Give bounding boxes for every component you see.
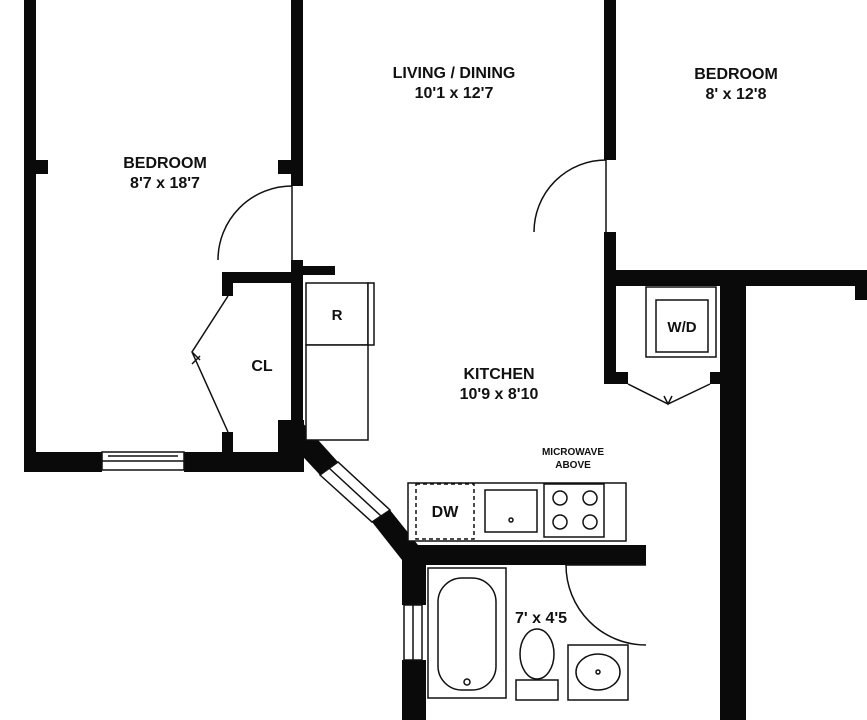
wall-left-bedroom-west — [24, 0, 36, 472]
toilet-bowl — [519, 628, 555, 680]
doors — [191, 159, 711, 646]
room-dims-bedroom-right: 8' x 12'8 — [706, 86, 767, 103]
stove — [543, 483, 605, 538]
wall-right-column — [720, 275, 746, 720]
windows — [101, 451, 423, 661]
toilet-tank — [515, 679, 559, 701]
dishwasher — [415, 483, 475, 540]
wall-closet-jamb-bottom — [222, 432, 233, 454]
wall-bath-west-lower — [402, 660, 426, 720]
fixture-label-dishwasher: DW — [432, 504, 460, 521]
wall-right-bedroom-west-low — [604, 232, 616, 382]
wall-bath-north — [402, 545, 646, 565]
wall-jamb — [710, 372, 724, 384]
door-bathroom — [565, 564, 647, 646]
room-name-kitchen: KITCHEN — [463, 366, 534, 383]
door-wd-closet — [627, 383, 711, 406]
room-dims-kitchen: 10'9 x 8'10 — [460, 386, 539, 403]
door-right-bedroom — [533, 159, 607, 233]
burner — [552, 514, 568, 530]
burner — [582, 490, 598, 506]
wall-closet-jamb-top — [222, 272, 233, 296]
wall-left-bedroom-south-a — [24, 452, 102, 472]
burner — [582, 514, 598, 530]
wall-jamb — [604, 372, 628, 384]
fixture-label-washer-dryer: W/D — [667, 319, 696, 336]
labels: BEDROOM 8'7 x 18'7 LIVING / DINING 10'1 … — [123, 65, 778, 627]
room-dims-living-dining: 10'1 x 12'7 — [415, 85, 494, 102]
fixture-label-microwave-2: ABOVE — [555, 460, 591, 471]
window-pane-line — [328, 467, 382, 517]
wall-partition-upper — [291, 260, 303, 452]
room-name-bedroom-left: BEDROOM — [123, 155, 207, 172]
refrigerator-ext — [367, 282, 375, 346]
room-name-closet: CL — [251, 358, 273, 375]
fixture-label-refrigerator: R — [332, 307, 343, 324]
wall-right-bedroom-west-top — [604, 0, 616, 160]
wall-closet-top — [222, 272, 292, 283]
room-name-living-dining: LIVING / DINING — [393, 65, 516, 82]
wall-jamb — [24, 160, 48, 174]
bathtub-drain — [463, 678, 471, 686]
wall-left-bedroom-east-top — [291, 0, 303, 186]
wall-jamb — [291, 266, 335, 275]
wall-angled-top — [278, 420, 338, 475]
wall-left-bedroom-south-b — [184, 452, 304, 472]
refrigerator — [305, 282, 369, 346]
wall-jamb — [278, 160, 292, 174]
bath-sink-drain — [595, 669, 601, 675]
sink-drain — [508, 517, 514, 523]
door-closet — [191, 295, 229, 433]
bathtub-basin — [437, 577, 497, 691]
wall-far-right — [855, 270, 867, 300]
room-dims-bathroom: 7' x 4'5 — [515, 610, 567, 627]
walls — [24, 0, 867, 720]
burner — [552, 490, 568, 506]
room-name-bedroom-right: BEDROOM — [694, 66, 778, 83]
sink — [484, 489, 538, 533]
fixture-label-microwave-1: MICROWAVE — [542, 447, 604, 458]
room-dims-bedroom-left: 8'7 x 18'7 — [130, 175, 200, 192]
wall-right-bedroom-south-b — [740, 270, 867, 286]
door-left-bedroom — [217, 185, 293, 261]
fixtures — [305, 282, 717, 701]
washer-dryer — [655, 299, 709, 353]
counter-tall — [305, 344, 369, 441]
